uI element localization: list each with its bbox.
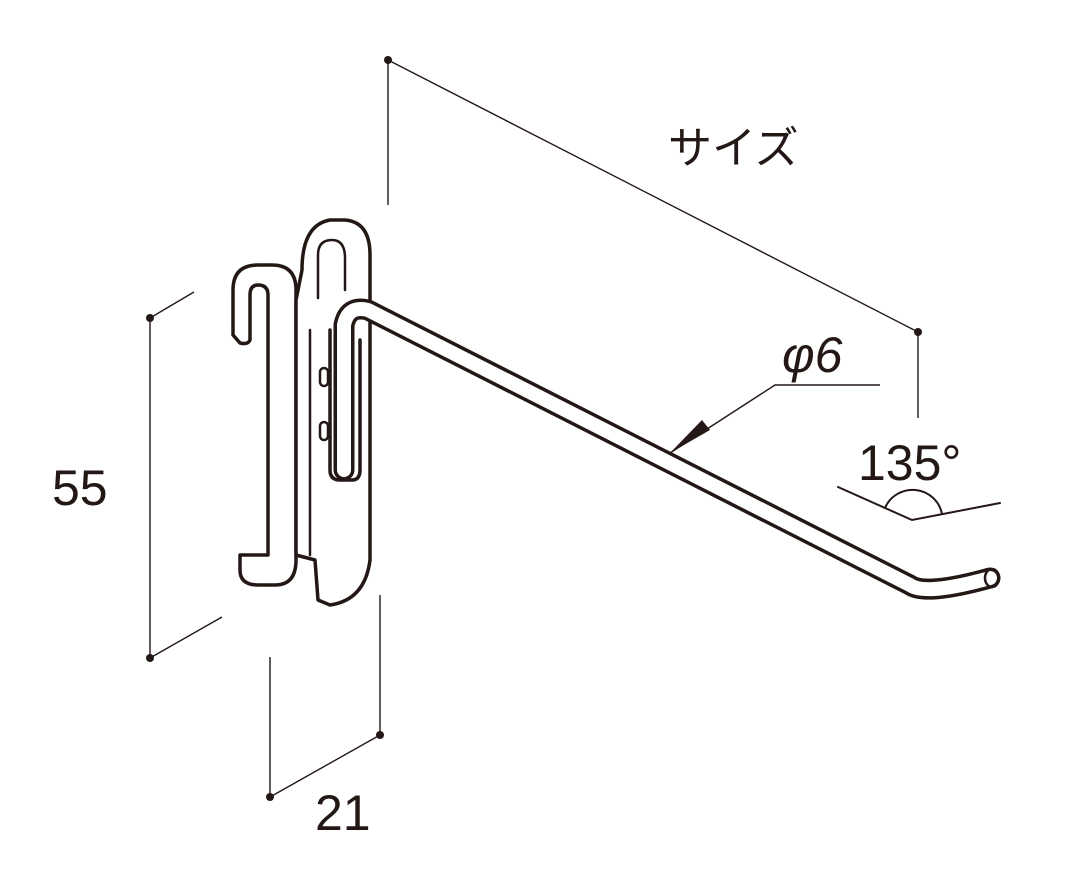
rod bbox=[333, 298, 1001, 600]
diameter-leader bbox=[669, 384, 880, 454]
angle-indicator bbox=[837, 486, 1001, 522]
depth-label: 21 bbox=[315, 785, 371, 841]
size-label: サイズ bbox=[668, 123, 799, 174]
height-label: 55 bbox=[52, 460, 108, 516]
size-dimension bbox=[384, 56, 922, 418]
height-dimension bbox=[146, 291, 223, 662]
depth-dimension bbox=[266, 595, 384, 801]
diameter-label: φ6 bbox=[782, 327, 843, 383]
angle-label: 135° bbox=[858, 435, 961, 491]
